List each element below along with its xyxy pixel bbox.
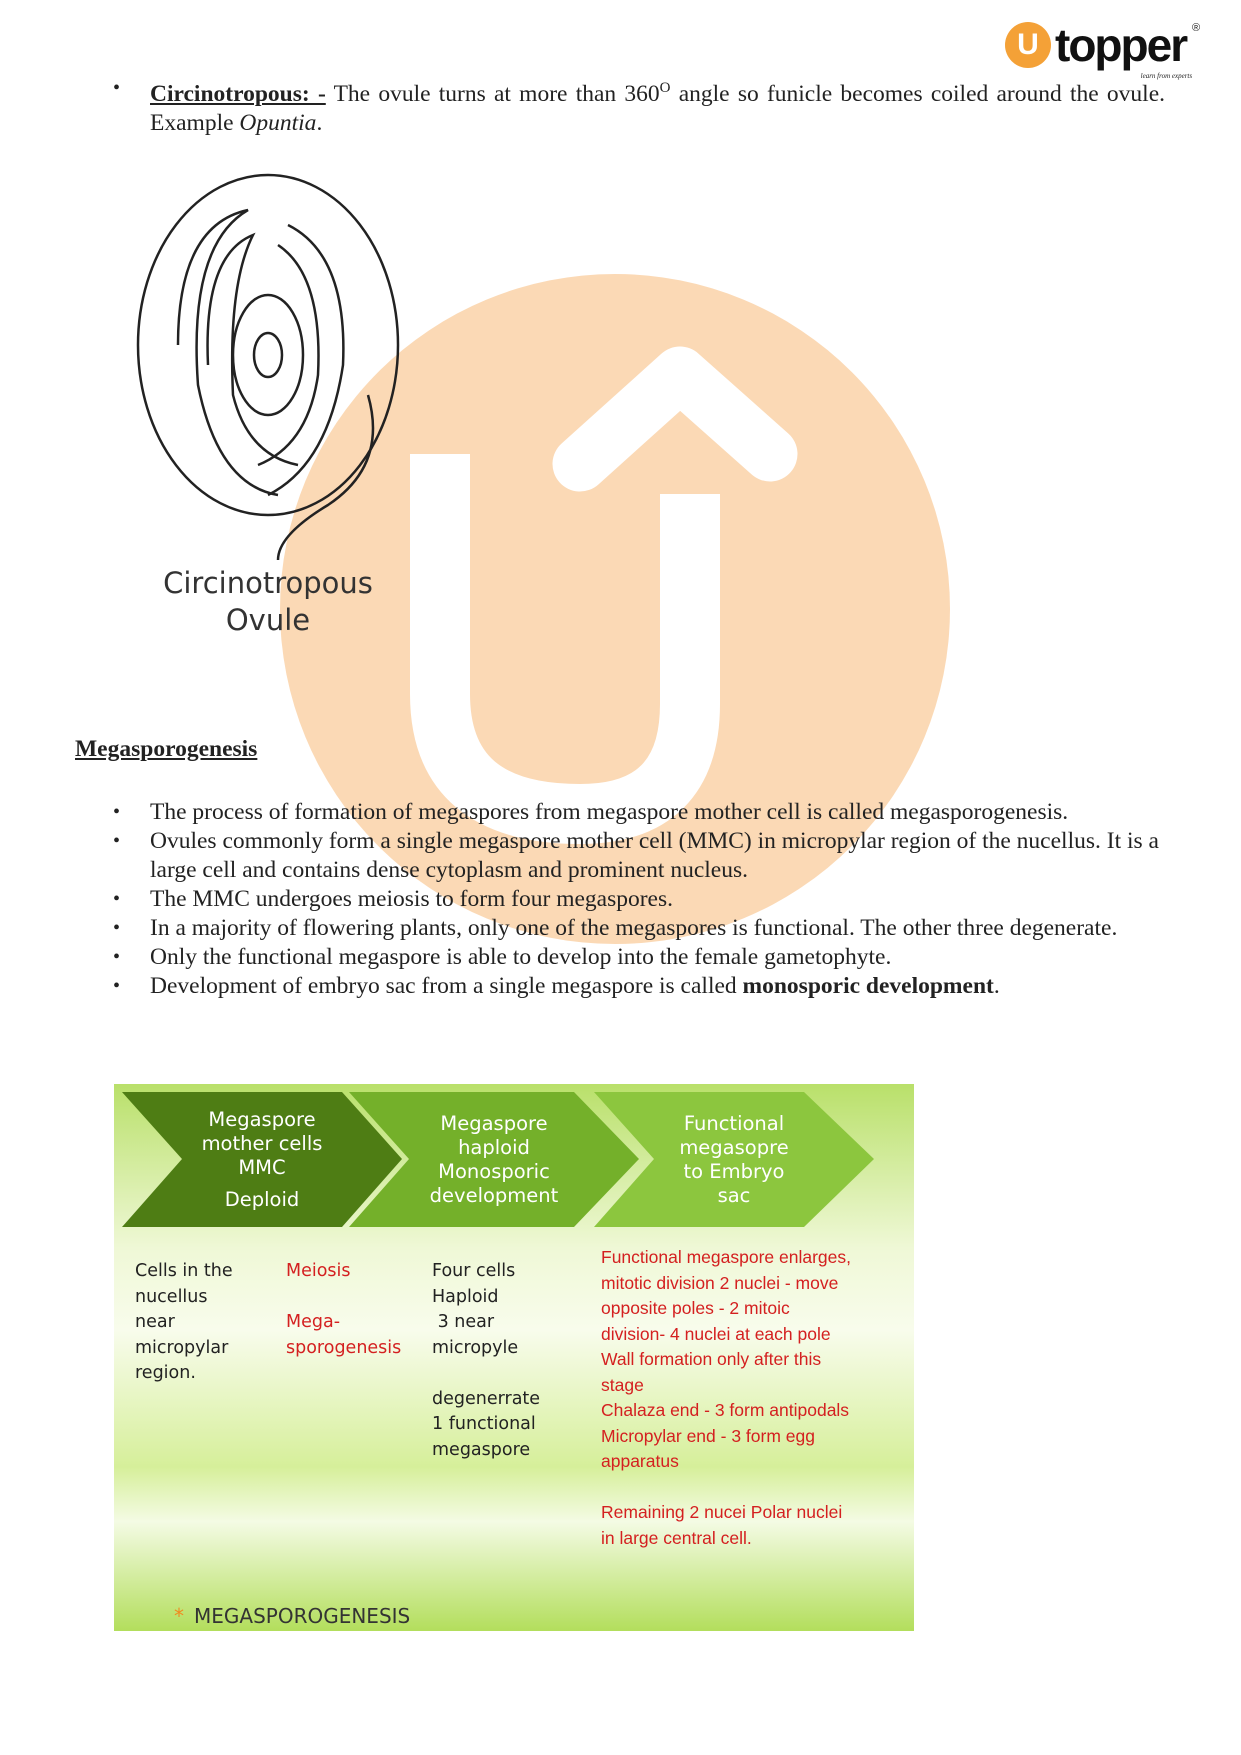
stage-text: Megaspore bbox=[208, 1107, 316, 1131]
megasporogenesis-bullets: The process of formation of megaspores f… bbox=[113, 798, 1170, 1001]
megasporogenesis-diagram: Megaspore mother cells MMC Deploid Megas… bbox=[114, 1084, 914, 1631]
logo-tagline: learn from experts bbox=[1140, 72, 1193, 80]
text: angle so funicle becomes coiled around t… bbox=[150, 80, 1165, 136]
logo-mark: U bbox=[1005, 22, 1051, 68]
cell-text: sporogenesis bbox=[286, 1337, 402, 1358]
example: Opuntia bbox=[239, 109, 317, 136]
cell-text: apparatus bbox=[601, 1451, 679, 1471]
footer-title: MEGASPOROGENESIS bbox=[194, 1604, 411, 1628]
stage-chevron-3: Functional megasopre to Embryo sac bbox=[594, 1092, 874, 1227]
cell-text: region. bbox=[135, 1363, 196, 1383]
section-heading: Megasporogenesis bbox=[75, 736, 258, 762]
cell-text: 1 functional bbox=[432, 1414, 536, 1434]
stage-chevron-2: Megaspore haploid Monosporic development bbox=[349, 1092, 639, 1227]
column-embryo-sac: Functional megaspore enlarges, mitotic d… bbox=[601, 1245, 851, 1551]
figure-caption: Ovule bbox=[225, 603, 311, 637]
list-item: Development of embryo sac from a single … bbox=[113, 972, 1170, 1001]
stage-text: haploid bbox=[458, 1135, 530, 1159]
cell-text: Remaining 2 nucei Polar nuclei bbox=[601, 1502, 843, 1522]
circinotropous-bullet: Circinotropous: - The ovule turns at mor… bbox=[113, 74, 1165, 138]
list-item: Ovules commonly form a single megaspore … bbox=[113, 827, 1170, 885]
cell-text: in large central cell. bbox=[601, 1527, 752, 1548]
circinotropous-ovule-figure: Circinotropous Ovule bbox=[128, 165, 408, 645]
cell-text: Functional megaspore enlarges, bbox=[601, 1247, 852, 1267]
stage-text: MMC bbox=[238, 1155, 286, 1179]
stage-text: mother cells bbox=[201, 1131, 323, 1155]
cell-text: mitotic division 2 nuclei - move bbox=[601, 1272, 839, 1293]
cell-text: Four cells bbox=[432, 1261, 516, 1281]
list-item: The process of formation of megaspores f… bbox=[113, 798, 1170, 827]
stage-text: to Embryo bbox=[683, 1159, 785, 1183]
cell-text: division- 4 nuclei at each pole bbox=[601, 1323, 831, 1344]
cell-text: Haploid bbox=[432, 1286, 499, 1307]
cell-text: 3 near bbox=[432, 1312, 495, 1332]
logo-registered: ® bbox=[1192, 22, 1201, 34]
topper-logo: U topper ® learn from experts bbox=[1005, 19, 1200, 80]
stage-text: Functional bbox=[683, 1111, 785, 1135]
stage-text: sac bbox=[717, 1183, 751, 1207]
stage-text: Megaspore bbox=[440, 1111, 548, 1135]
list-item: Only the functional megaspore is able to… bbox=[113, 943, 1170, 972]
stage-chevron-1: Megaspore mother cells MMC Deploid bbox=[122, 1092, 402, 1227]
cell-text: Micropylar end - 3 form egg bbox=[601, 1425, 815, 1446]
cell-text: micropylar bbox=[135, 1337, 229, 1358]
cell-text: opposite poles - 2 mitoic bbox=[601, 1298, 790, 1318]
cell-text: Mega- bbox=[286, 1312, 341, 1332]
intro-bullet-list: Circinotropous: - The ovule turns at mor… bbox=[113, 74, 1165, 138]
cell-text: Chalaza end - 3 form antipodals bbox=[601, 1400, 850, 1420]
cell-text: megaspore bbox=[432, 1439, 531, 1460]
text: The ovule turns at more than 360 bbox=[325, 80, 660, 107]
star-icon: * bbox=[174, 1604, 184, 1628]
stage-text: megasopre bbox=[679, 1135, 789, 1159]
figure-caption: Circinotropous bbox=[163, 566, 373, 600]
stage-text: Deploid bbox=[224, 1187, 300, 1211]
column-megaspores: Four cells Haploid 3 near micropyle dege… bbox=[432, 1259, 540, 1463]
term: Circinotropous: - bbox=[150, 80, 326, 107]
list-item: In a majority of flowering plants, only … bbox=[113, 914, 1170, 943]
cell-text: degenerrate bbox=[432, 1388, 541, 1409]
cell-text: stage bbox=[601, 1374, 644, 1395]
cell-text: Wall formation only after this bbox=[601, 1349, 822, 1369]
stage-text: Monosporic bbox=[438, 1159, 550, 1183]
column-meiosis: Meiosis Mega- sporogenesis bbox=[286, 1259, 401, 1361]
bold-term: monosporic development bbox=[742, 973, 994, 999]
logo-name: topper bbox=[1055, 19, 1188, 71]
degree: O bbox=[659, 80, 671, 96]
ovule-drawing bbox=[136, 173, 400, 561]
stage-text: development bbox=[429, 1183, 559, 1207]
text: Development of embryo sac from a single … bbox=[150, 973, 743, 999]
list-item: The MMC undergoes meiosis to form four m… bbox=[113, 885, 1170, 914]
cell-text: nucellus bbox=[135, 1286, 208, 1307]
cell-text: Cells in the bbox=[135, 1261, 233, 1281]
column-mmc: Cells in the nucellus near micropylar re… bbox=[135, 1259, 233, 1387]
diagram-footer: * MEGASPOROGENESIS bbox=[174, 1604, 410, 1628]
cell-text: Meiosis bbox=[286, 1261, 351, 1281]
text: . bbox=[316, 109, 323, 136]
text: . bbox=[993, 973, 1000, 999]
cell-text: near bbox=[135, 1312, 175, 1332]
cell-text: micropyle bbox=[432, 1337, 519, 1358]
